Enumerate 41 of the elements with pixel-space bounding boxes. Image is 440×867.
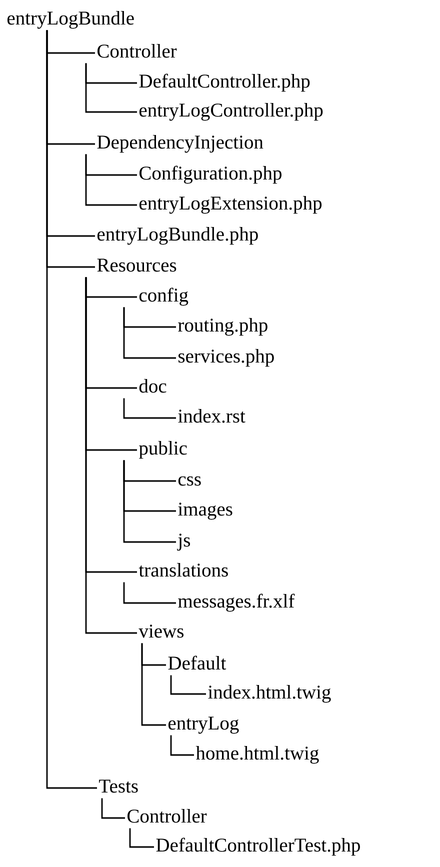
- tree-item-label: entryLogController.php: [139, 102, 323, 121]
- tree-item-label: entryLogExtension.php: [139, 196, 322, 214]
- tree-connector: [85, 154, 137, 206]
- tree-item-label: images: [178, 502, 232, 520]
- tree-item-label: Controller: [98, 44, 177, 58]
- tree-connector: [46, 30, 97, 789]
- tree-item-label: Configuration.php: [140, 166, 282, 184]
- tree-connector: [101, 798, 125, 819]
- tree-connector: [123, 460, 176, 543]
- tree-item-label: Controller: [128, 809, 207, 823]
- tree-item-label: doc: [139, 378, 166, 393]
- tree-item-label: entryLogBundle.php: [97, 226, 258, 245]
- tree-item-label: views: [138, 624, 184, 638]
- tree-item-label: index.html.twig: [208, 684, 331, 703]
- tree-connector: [123, 582, 176, 604]
- tree-item-label: Default: [168, 656, 226, 670]
- tree-item-label: Tests: [99, 780, 138, 793]
- tree-connector: [123, 307, 176, 359]
- tree-item-label: services.php: [178, 348, 274, 367]
- tree-item-label: public: [139, 440, 187, 459]
- tree-connector: [170, 675, 206, 695]
- tree-connector: [85, 277, 137, 634]
- tree-item-label: js: [177, 534, 190, 551]
- tree-item-label: DefaultControllerTest.php: [156, 838, 360, 856]
- tree-connector: [85, 63, 137, 113]
- tree-item-label: config: [139, 288, 188, 306]
- tree-item-label: Resources: [97, 258, 176, 272]
- tree-item-label: messages.fr.xlf: [178, 594, 295, 612]
- tree-item-label: entryLog: [168, 716, 239, 734]
- tree-connector: [129, 828, 154, 848]
- tree-item-label: translations: [138, 562, 228, 577]
- tree-connector: [170, 735, 194, 756]
- tree-item-label: index.rst: [178, 408, 246, 423]
- tree-item-label: entryLogBundle: [7, 10, 134, 29]
- tree-item-label: DependencyInjection: [97, 134, 264, 153]
- tree-item-label: css: [178, 476, 201, 486]
- tree-item-label: DefaultController.php: [139, 74, 310, 92]
- tree-connector: [141, 643, 166, 726]
- tree-connector: [123, 398, 176, 419]
- tree-item-label: home.html.twig: [196, 746, 319, 764]
- tree-item-label: routing.php: [178, 318, 268, 336]
